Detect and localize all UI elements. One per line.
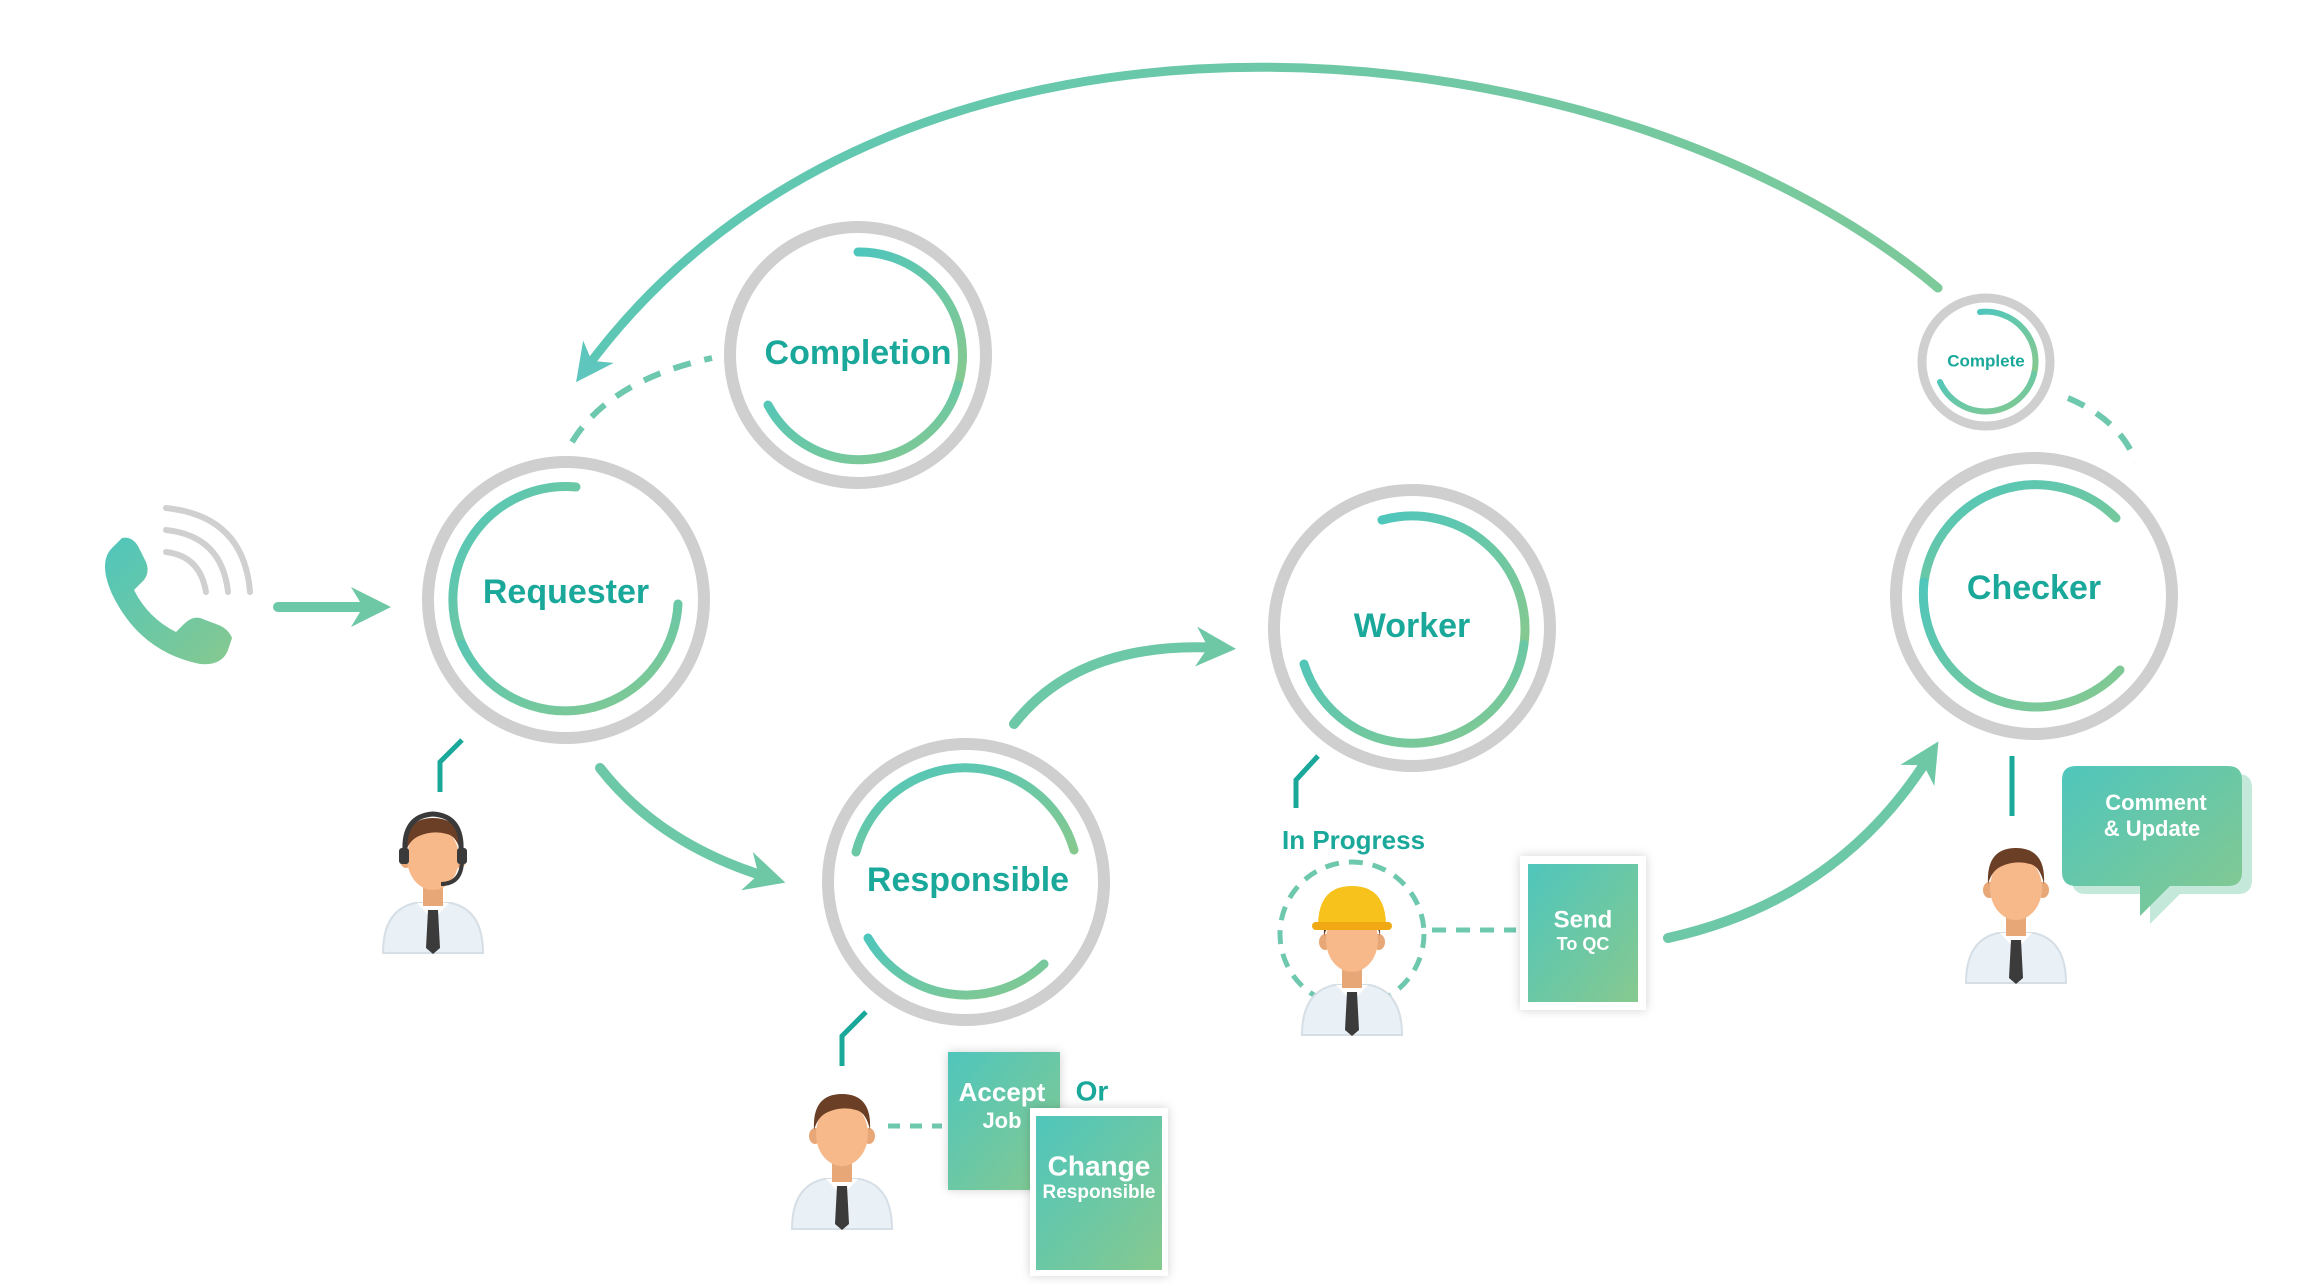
agent-headset-icon <box>382 811 484 955</box>
comment-update-bubble[interactable]: Comment & Update <box>2062 766 2252 924</box>
completion-label: Completion <box>765 334 952 372</box>
responsible-node: Responsible <box>822 738 1110 1026</box>
change-line2: Responsible <box>1043 1182 1156 1203</box>
return-arrow-checker-to-requester <box>576 62 1943 383</box>
accept-job-line1: Accept <box>959 1077 1046 1107</box>
in-progress-label: In Progress <box>1282 825 1425 855</box>
dashed-connector-complete-checker <box>2066 395 2139 464</box>
businessman-icon <box>791 1093 893 1231</box>
comment-line1: Comment <box>2105 790 2207 815</box>
complete-label: Complete <box>1947 351 2024 370</box>
requester-leader-line <box>437 738 464 792</box>
complete-node: Complete <box>1917 293 2055 431</box>
send-line2: To QC <box>1557 934 1610 954</box>
responsible-leader-line <box>839 1010 868 1066</box>
arrow-responsible-to-worker <box>1009 626 1236 729</box>
worker-node: Worker <box>1268 484 1556 772</box>
worker-label: Worker <box>1354 607 1471 645</box>
change-line1: Change <box>1048 1150 1151 1181</box>
checker-label: Checker <box>1967 569 2101 607</box>
phone-icon <box>105 505 253 665</box>
worker-leader-line <box>1293 754 1320 808</box>
change-responsible-card[interactable]: Change Responsible <box>1030 1108 1168 1276</box>
arrow-requester-to-responsible <box>595 763 786 891</box>
arrow-send-to-checker <box>1663 741 1939 943</box>
send-line1: Send <box>1554 906 1613 933</box>
send-to-qc-card[interactable]: Send To QC <box>1520 856 1646 1010</box>
comment-line2: & Update <box>2104 816 2201 841</box>
requester-node: Requester <box>422 456 710 744</box>
completion-node: Completion <box>724 221 992 489</box>
construction-worker-icon <box>1301 886 1403 1037</box>
requester-label: Requester <box>483 573 649 611</box>
checker-node: Checker <box>1890 452 2178 740</box>
dashed-connector-requester-completion <box>569 355 713 444</box>
or-label: Or <box>1076 1075 1109 1106</box>
responsible-label: Responsible <box>867 861 1069 899</box>
accept-job-line2: Job <box>982 1108 1021 1133</box>
businessman-icon-checker <box>1965 847 2067 985</box>
